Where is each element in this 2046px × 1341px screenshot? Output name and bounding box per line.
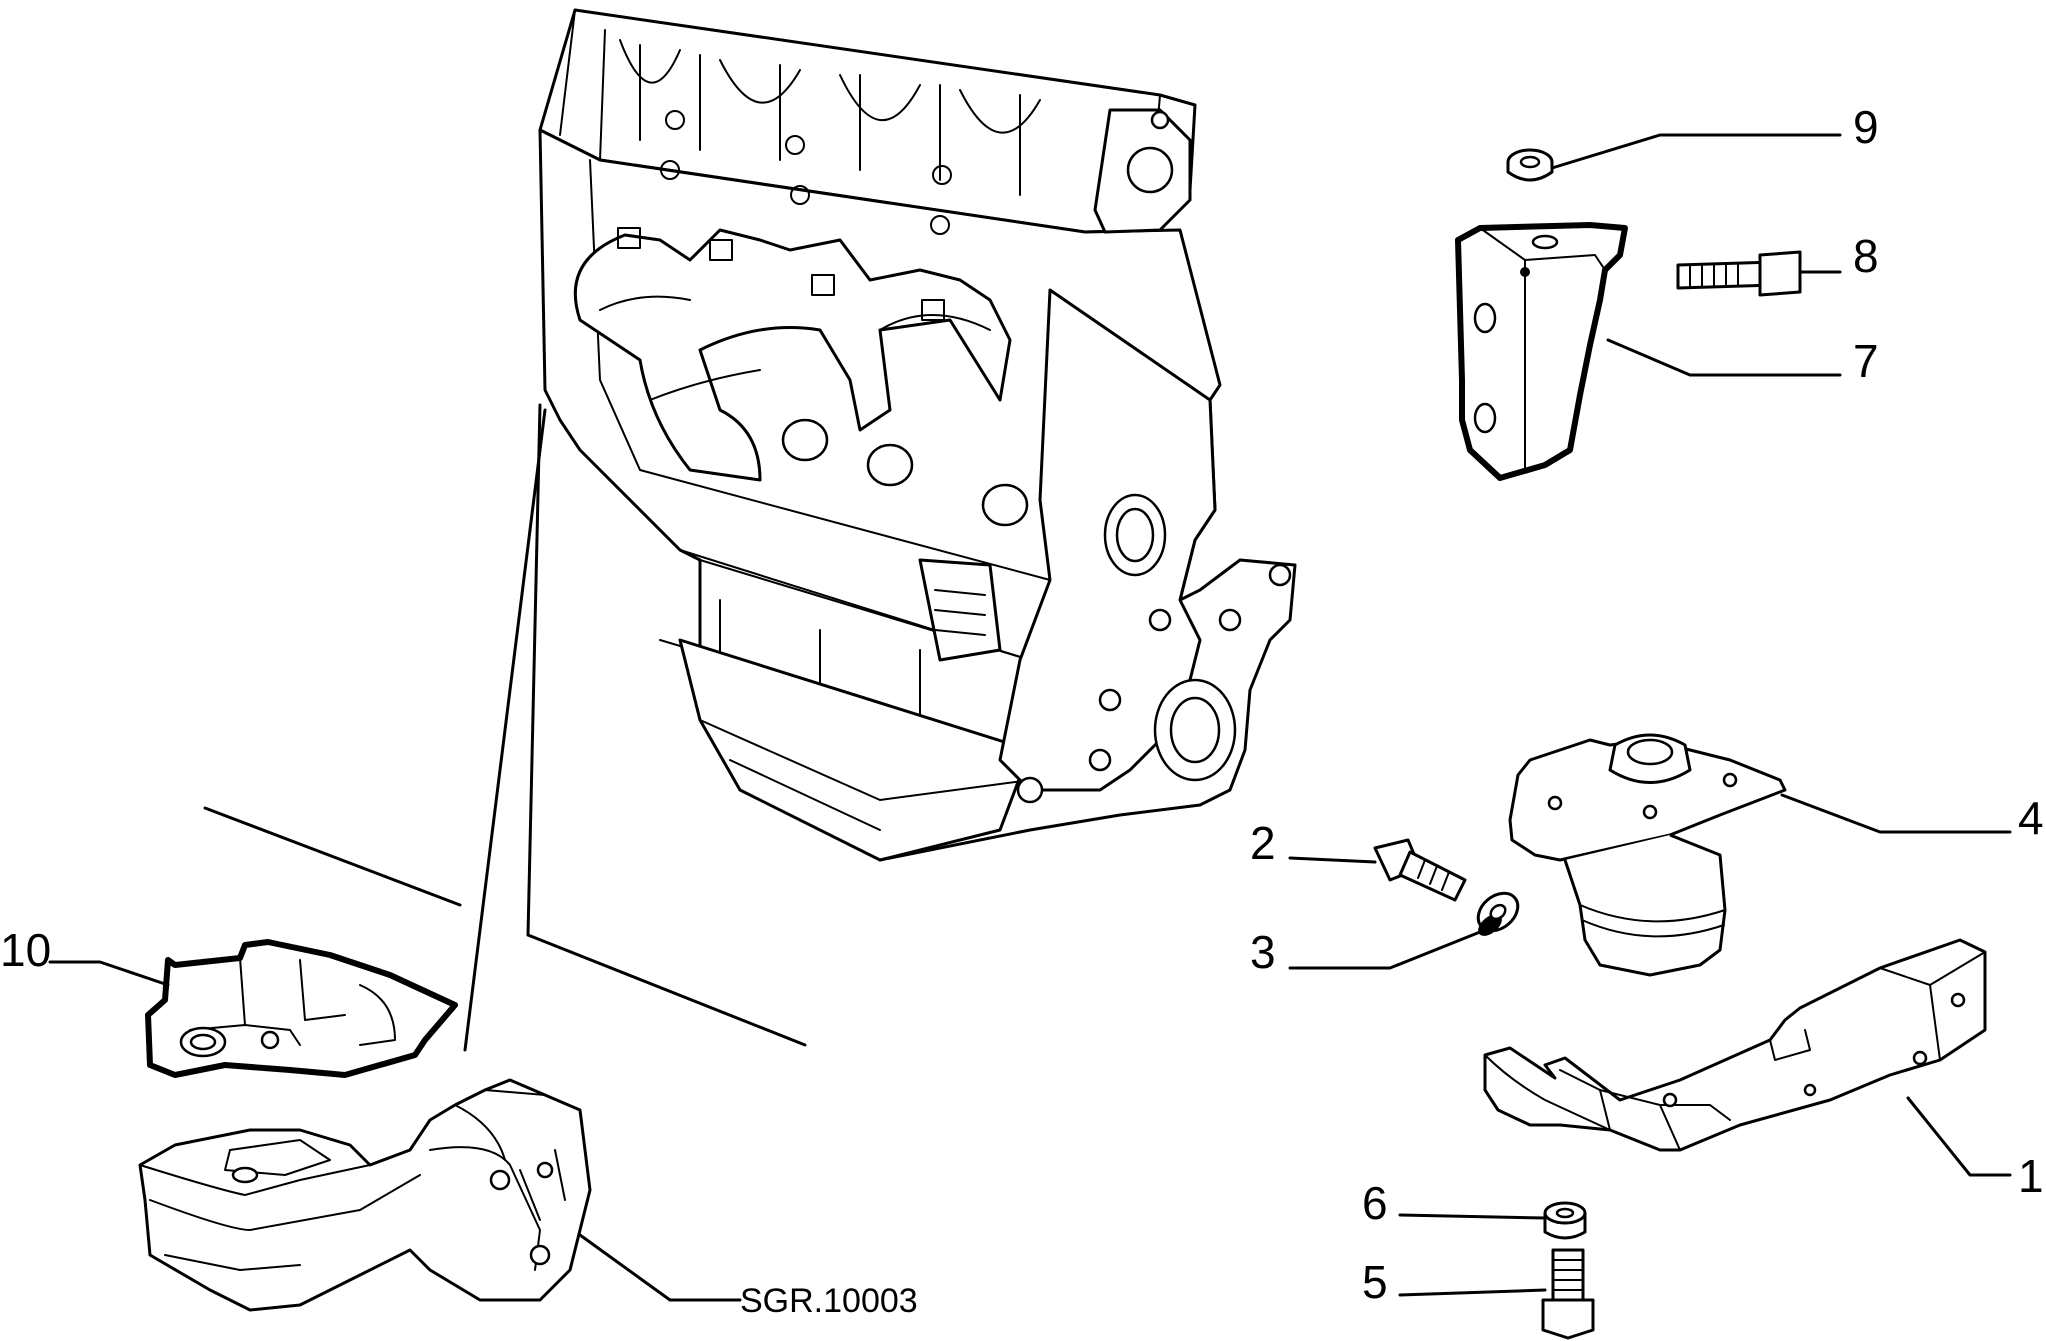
callout-9: 9 bbox=[1853, 101, 1879, 153]
part-10-bracket bbox=[48, 939, 458, 1078]
part-3-nut bbox=[1288, 891, 1520, 970]
callout-7: 7 bbox=[1853, 335, 1879, 387]
callout-8: 8 bbox=[1853, 230, 1879, 282]
part-2-bolt bbox=[1288, 838, 1467, 902]
lower-mount-assembly bbox=[138, 1078, 742, 1312]
part-1-bracket bbox=[1483, 938, 2012, 1177]
part-7-bracket bbox=[1455, 222, 1842, 481]
callout-2: 2 bbox=[1250, 817, 1276, 869]
part-4-mount bbox=[1508, 733, 2012, 977]
callout-3: 3 bbox=[1250, 926, 1276, 978]
callout-10: 10 bbox=[0, 924, 51, 976]
drawing-reference: SGR.10003 bbox=[740, 1282, 918, 1320]
callout-6: 6 bbox=[1362, 1177, 1388, 1229]
callout-1: 1 bbox=[2018, 1150, 2044, 1202]
part-6-nut bbox=[1398, 1201, 1587, 1240]
part-9-washer bbox=[1506, 133, 1842, 182]
callout-4: 4 bbox=[2018, 792, 2044, 844]
callout-5: 5 bbox=[1362, 1256, 1388, 1308]
engine-block bbox=[203, 8, 1297, 1052]
part-5-bolt bbox=[1398, 1248, 1595, 1340]
part-8-bolt bbox=[1676, 250, 1842, 297]
